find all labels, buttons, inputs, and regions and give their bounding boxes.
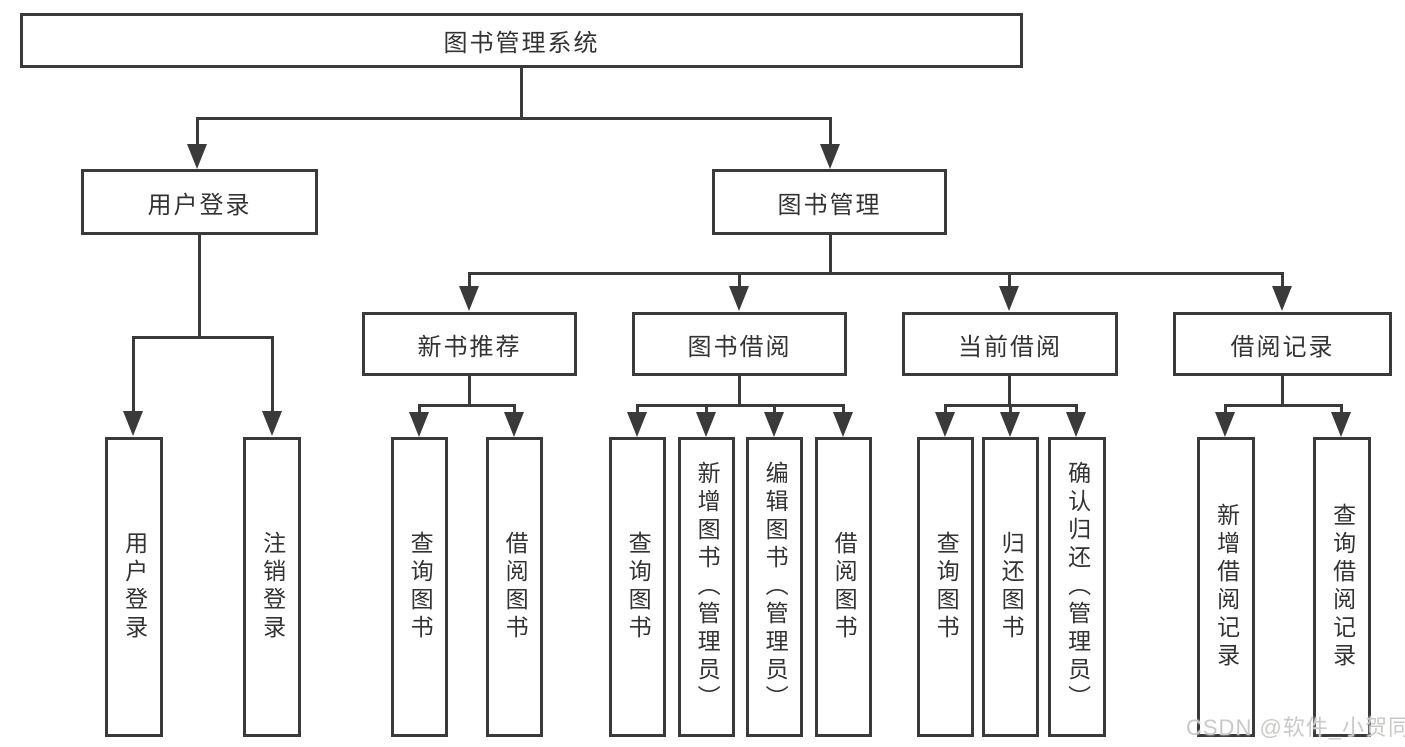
- node-root-label: 图书管理系统: [443, 30, 600, 57]
- arrow-down-icon: [1000, 412, 1020, 437]
- node-book-management-label: 图书管理: [777, 191, 882, 219]
- node-user-login: 用户登录: [81, 169, 318, 235]
- connector-shaft: [738, 272, 741, 288]
- arrow-down-icon: [764, 412, 784, 437]
- connector-shaft: [842, 404, 845, 414]
- connector-shaft: [1009, 404, 1012, 414]
- node-current-borrow: 当前借阅: [902, 312, 1118, 376]
- connector-shaft: [1224, 404, 1227, 414]
- connector-line: [468, 272, 1283, 275]
- node-borrow-record-label: 借阅记录: [1230, 333, 1335, 361]
- node-book-borrow: 图书借阅: [632, 312, 847, 376]
- connector-shaft: [520, 68, 523, 120]
- leaf-query-book-2: 查询图书: [609, 437, 666, 737]
- leaf-label: 确认归还（管理员）: [1064, 461, 1091, 713]
- connector-shaft: [198, 235, 201, 339]
- leaf-label: 用户登录: [121, 531, 148, 643]
- leaf-label: 借阅图书: [831, 531, 858, 643]
- connector-shaft: [468, 272, 471, 288]
- arrow-down-icon: [1066, 412, 1086, 437]
- connector-shaft: [1340, 404, 1343, 414]
- connector-shaft: [705, 404, 708, 414]
- connector-shaft: [829, 117, 832, 147]
- leaf-logout: 注销登录: [243, 437, 301, 737]
- arrow-down-icon: [409, 412, 429, 437]
- node-user-login-label: 用户登录: [147, 191, 252, 219]
- connector-shaft: [1281, 272, 1284, 288]
- arrow-down-icon: [833, 412, 853, 437]
- leaf-label: 查询图书: [933, 531, 960, 643]
- node-root: 图书管理系统: [20, 13, 1023, 68]
- leaf-return-book: 归还图书: [982, 437, 1039, 737]
- leaf-label: 借阅图书: [502, 531, 529, 643]
- leaf-label: 归还图书: [998, 531, 1025, 643]
- connector-line: [1224, 404, 1342, 407]
- arrow-down-icon: [627, 412, 647, 437]
- leaf-user-login: 用户登录: [105, 437, 163, 737]
- leaf-add-book-admin: 新增图书（管理员）: [678, 437, 735, 737]
- connector-line: [636, 404, 844, 407]
- arrow-down-icon: [459, 286, 479, 311]
- arrow-down-icon: [999, 286, 1019, 311]
- leaf-borrow-book-2: 借阅图书: [815, 437, 872, 737]
- arrow-down-icon: [504, 412, 524, 437]
- connector-shaft: [271, 336, 274, 414]
- arrow-down-icon: [123, 411, 143, 436]
- connector-shaft: [132, 336, 135, 414]
- leaf-label: 查询图书: [407, 531, 434, 643]
- arrow-down-icon: [729, 286, 749, 311]
- connector-shaft: [418, 404, 421, 414]
- node-new-book-recommend-label: 新书推荐: [417, 333, 522, 361]
- arrow-down-icon: [935, 412, 955, 437]
- leaf-confirm-return-admin: 确认归还（管理员）: [1048, 437, 1106, 737]
- arrow-down-icon: [820, 144, 840, 169]
- connector-shaft: [773, 404, 776, 414]
- leaf-edit-book-admin: 编辑图书（管理员）: [746, 437, 803, 737]
- node-borrow-record: 借阅记录: [1173, 312, 1392, 376]
- connector-line: [132, 336, 274, 339]
- leaf-query-book-3: 查询图书: [917, 437, 974, 737]
- arrow-down-icon: [1272, 286, 1292, 311]
- node-book-management: 图书管理: [712, 169, 947, 235]
- connector-shaft: [829, 235, 832, 275]
- connector-shaft: [944, 404, 947, 414]
- connector-shaft: [738, 376, 741, 407]
- connector-line: [196, 117, 832, 120]
- arrow-down-icon: [262, 411, 282, 436]
- arrow-down-icon: [1331, 412, 1351, 437]
- leaf-label: 新增图书（管理员）: [694, 461, 721, 713]
- connector-shaft: [468, 376, 471, 407]
- node-current-borrow-label: 当前借阅: [958, 333, 1062, 361]
- leaf-query-book-1: 查询图书: [391, 437, 448, 737]
- connector-shaft: [513, 404, 516, 414]
- leaf-label: 查询借阅记录: [1329, 503, 1356, 671]
- leaf-label: 注销登录: [259, 531, 286, 643]
- connector-shaft: [636, 404, 639, 414]
- leaf-label: 查询图书: [625, 531, 652, 643]
- leaf-label: 编辑图书（管理员）: [762, 461, 789, 713]
- connector-shaft: [1008, 376, 1011, 407]
- arrow-down-icon: [1215, 412, 1235, 437]
- arrow-down-icon: [696, 412, 716, 437]
- arrow-down-icon: [187, 144, 207, 169]
- connector-shaft: [1281, 376, 1284, 407]
- leaf-query-borrow-record: 查询借阅记录: [1313, 437, 1371, 737]
- node-new-book-recommend: 新书推荐: [362, 312, 577, 376]
- leaf-add-borrow-record: 新增借阅记录: [1197, 437, 1255, 737]
- leaf-label: 新增借阅记录: [1213, 503, 1240, 671]
- watermark: CSDN @软件_小贺同学: [1186, 715, 1405, 740]
- connector-shaft: [1008, 272, 1011, 288]
- leaf-borrow-book-1: 借阅图书: [486, 437, 543, 737]
- connector-line: [418, 404, 516, 407]
- connector-shaft: [196, 117, 199, 147]
- node-book-borrow-label: 图书借阅: [687, 333, 792, 361]
- connector-shaft: [1075, 404, 1078, 414]
